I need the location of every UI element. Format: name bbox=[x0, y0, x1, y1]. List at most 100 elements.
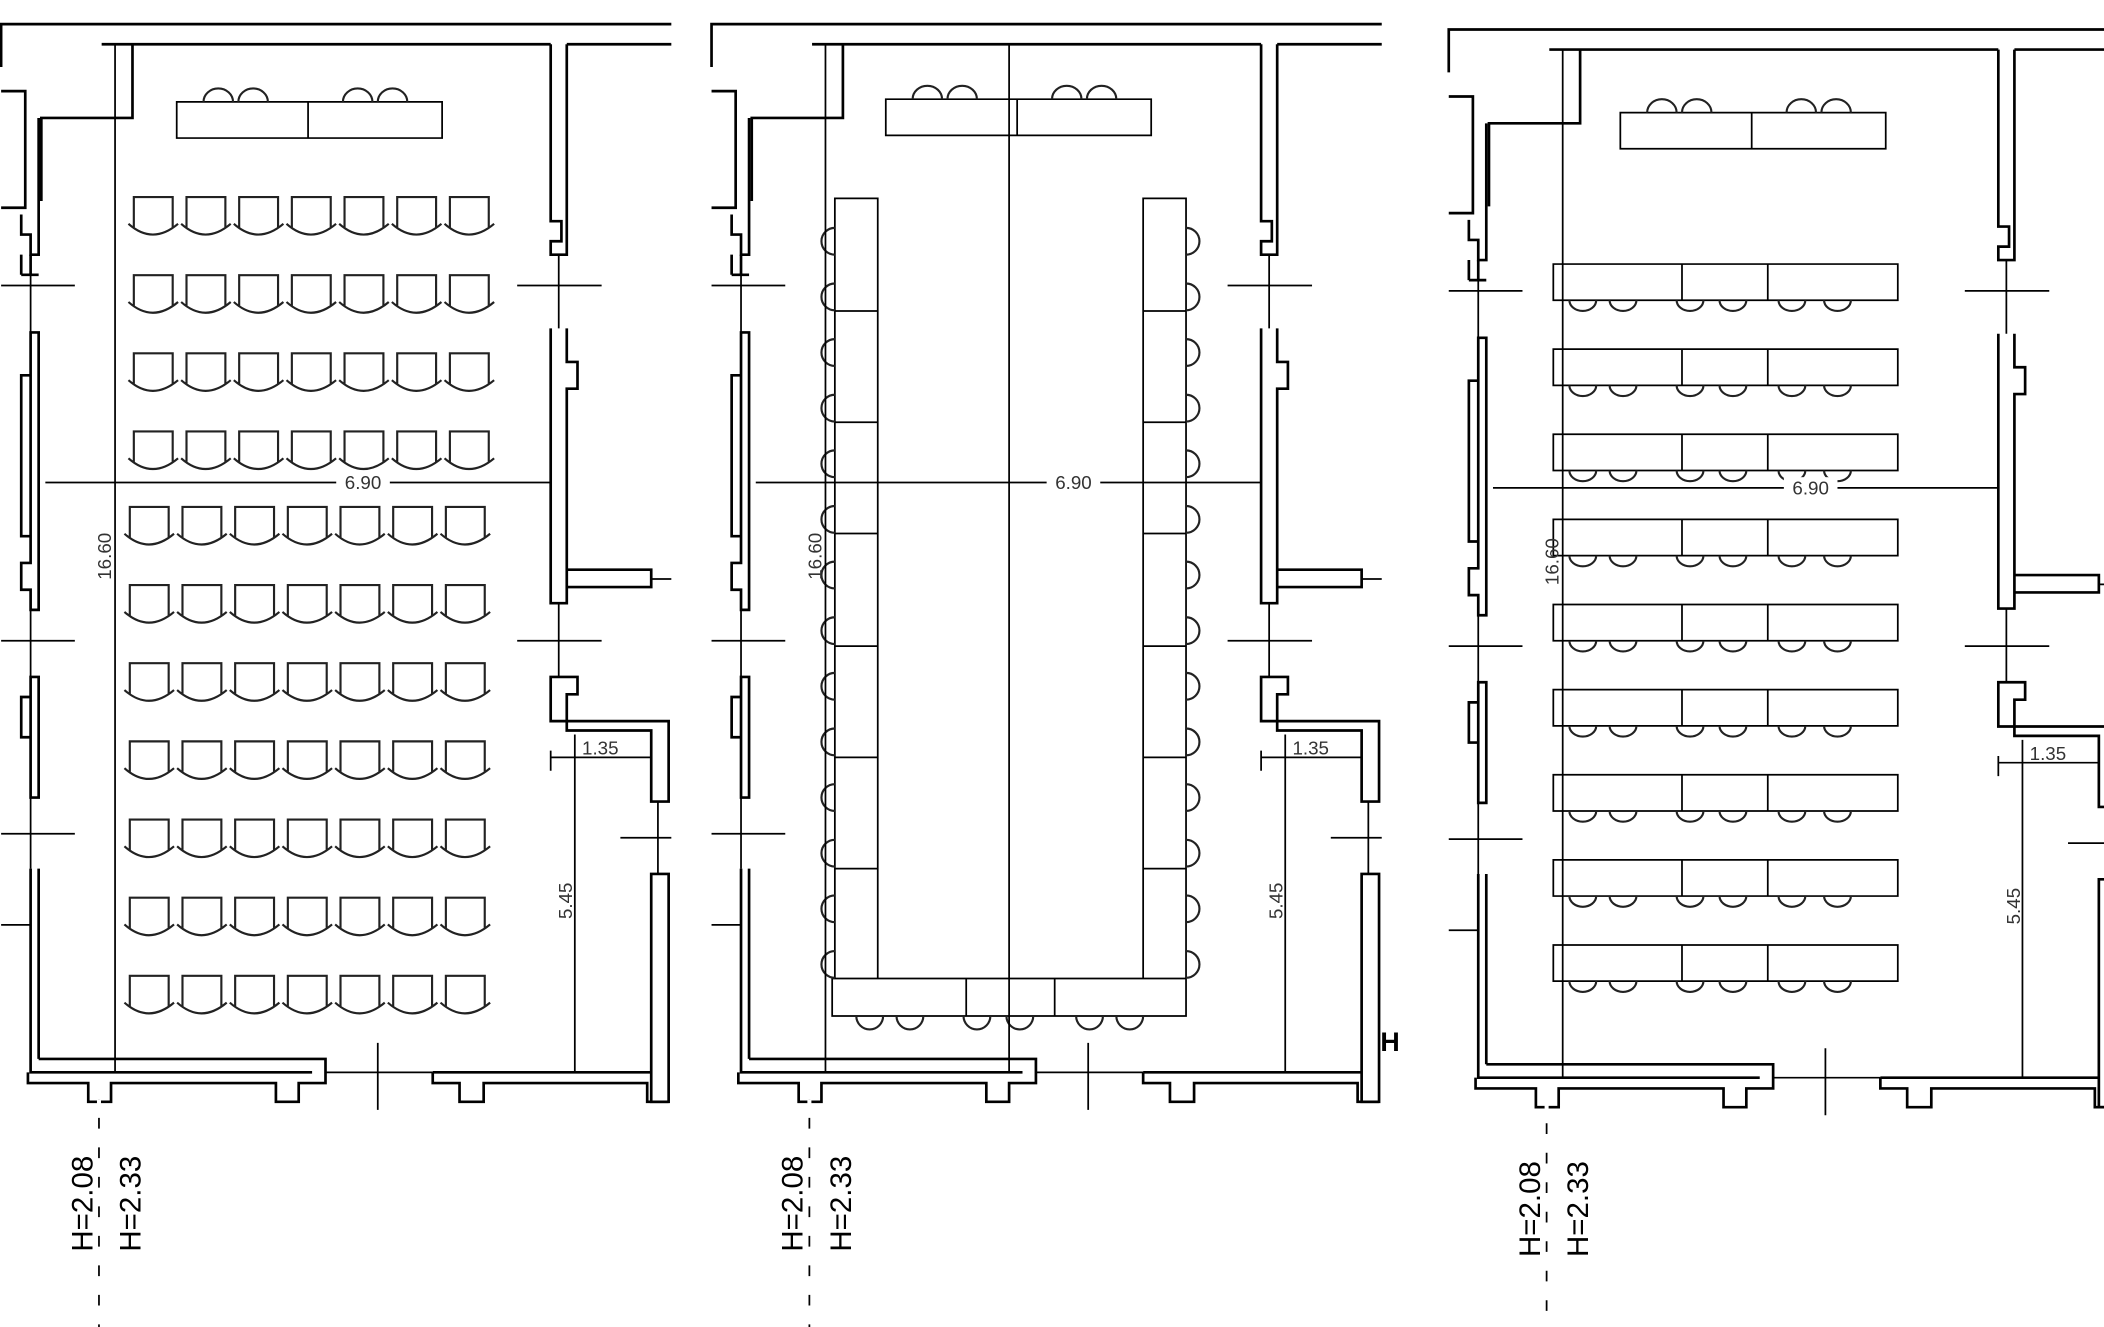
left-wall-window bbox=[19, 675, 40, 799]
right-wall-mid bbox=[549, 328, 653, 605]
desk-chair bbox=[1675, 725, 1705, 738]
side-chair bbox=[820, 338, 835, 368]
theater-seat bbox=[281, 740, 333, 780]
theater-seat bbox=[123, 584, 175, 624]
theater-seat bbox=[229, 505, 281, 546]
desk-chair bbox=[1675, 300, 1705, 313]
theater-seat bbox=[338, 274, 390, 314]
theater-seat bbox=[127, 274, 179, 314]
desk-chair bbox=[1675, 385, 1705, 398]
niche-length-dimension: 5.45 bbox=[555, 883, 576, 920]
desk-chair bbox=[1608, 895, 1638, 908]
theater-seat bbox=[123, 818, 175, 859]
desk-chair bbox=[1675, 640, 1705, 653]
bottom-door bbox=[1773, 1048, 1881, 1116]
theater-seat bbox=[334, 974, 386, 1015]
desk-chair bbox=[1823, 300, 1852, 313]
head-chair bbox=[1050, 84, 1083, 100]
side-chair bbox=[1185, 504, 1201, 534]
side-chair bbox=[1185, 393, 1201, 423]
desk-chair bbox=[1608, 300, 1638, 313]
bottom-chair bbox=[1075, 1015, 1105, 1031]
inner-wall-top bbox=[1487, 48, 1999, 207]
desk-chair bbox=[1568, 725, 1598, 738]
side-chair bbox=[1185, 226, 1201, 256]
theater-seat bbox=[180, 274, 232, 314]
desk-chair bbox=[1675, 895, 1705, 908]
theater-seat bbox=[281, 662, 333, 702]
desk-chair bbox=[1608, 640, 1638, 653]
right-wall-openings bbox=[1268, 254, 1370, 874]
edge-label: H bbox=[1380, 1027, 1399, 1057]
left-room-wall bbox=[1448, 95, 1475, 215]
right-wall-ticks bbox=[1227, 284, 1382, 839]
width-dimension: 6.90 bbox=[1792, 478, 1828, 499]
right-wall-niche bbox=[1259, 675, 1381, 803]
desk-chair bbox=[1568, 981, 1598, 993]
theater-seat bbox=[233, 430, 285, 471]
bottom-chair bbox=[855, 1015, 885, 1031]
theater-seat bbox=[123, 662, 175, 702]
height-label-1: H=2.08 bbox=[1514, 1161, 1547, 1257]
theater-seat bbox=[338, 195, 390, 236]
head-chair bbox=[1680, 98, 1713, 113]
length-dimension: 16.60 bbox=[94, 533, 115, 580]
head-table bbox=[1619, 111, 1887, 150]
dimension-lines bbox=[45, 44, 551, 1327]
left-wall-window bbox=[730, 675, 751, 799]
desk-chair bbox=[1568, 385, 1598, 398]
desk-chair bbox=[1777, 981, 1807, 993]
bottom-door bbox=[325, 1042, 433, 1110]
desk-chair bbox=[1823, 555, 1852, 568]
side-chair bbox=[820, 560, 835, 590]
theater-seat bbox=[334, 740, 386, 780]
theater-seat bbox=[229, 662, 281, 702]
theater-seat bbox=[281, 818, 333, 859]
bottom-door bbox=[1035, 1042, 1144, 1110]
desk-row bbox=[1552, 944, 1899, 983]
theater-seat bbox=[443, 430, 495, 471]
bottom-chair bbox=[895, 1015, 925, 1031]
left-wall-ticks bbox=[711, 284, 786, 926]
niche-dimension-lines bbox=[1260, 734, 1362, 1073]
length-dimension: 16.60 bbox=[804, 533, 825, 580]
theater-seat bbox=[387, 662, 439, 702]
desk-chair bbox=[1718, 895, 1748, 908]
desk-chair bbox=[1568, 810, 1598, 823]
theater-seat bbox=[233, 274, 285, 314]
bottom-chair bbox=[1115, 1015, 1145, 1031]
head-chair bbox=[237, 87, 269, 102]
theater-seat bbox=[387, 974, 439, 1015]
theater-seat bbox=[443, 274, 495, 314]
head-chair bbox=[911, 84, 944, 100]
theater-seat bbox=[123, 974, 175, 1015]
right-wall-mid bbox=[1996, 333, 2101, 610]
side-chair bbox=[820, 894, 835, 924]
right-wall-openings bbox=[2005, 260, 2008, 683]
left-room-wall bbox=[711, 89, 738, 210]
left-wall-outer bbox=[19, 117, 40, 257]
side-chair bbox=[820, 393, 835, 423]
bottom-chair bbox=[962, 1015, 992, 1031]
left-wall-window bbox=[1467, 680, 1488, 805]
theater-seat bbox=[176, 505, 228, 546]
side-chair bbox=[820, 949, 835, 979]
left-wall-lower bbox=[739, 868, 1023, 1074]
inner-wall-top bbox=[750, 42, 1262, 202]
right-wall-top bbox=[1259, 44, 1279, 257]
desk-chair bbox=[1718, 810, 1748, 823]
theater-seat bbox=[338, 352, 390, 392]
side-chair bbox=[820, 727, 835, 757]
theater-seat bbox=[176, 584, 228, 624]
width-dimension: 6.90 bbox=[1055, 472, 1092, 493]
head-table bbox=[884, 98, 1153, 137]
desk-chair bbox=[1608, 981, 1638, 993]
desk-chair bbox=[1823, 725, 1852, 738]
theater-seat bbox=[285, 352, 337, 392]
outer-wall-top bbox=[710, 22, 1382, 68]
theater-seat bbox=[334, 662, 386, 702]
head-chair bbox=[1785, 98, 1818, 113]
theater-seat bbox=[127, 195, 179, 236]
